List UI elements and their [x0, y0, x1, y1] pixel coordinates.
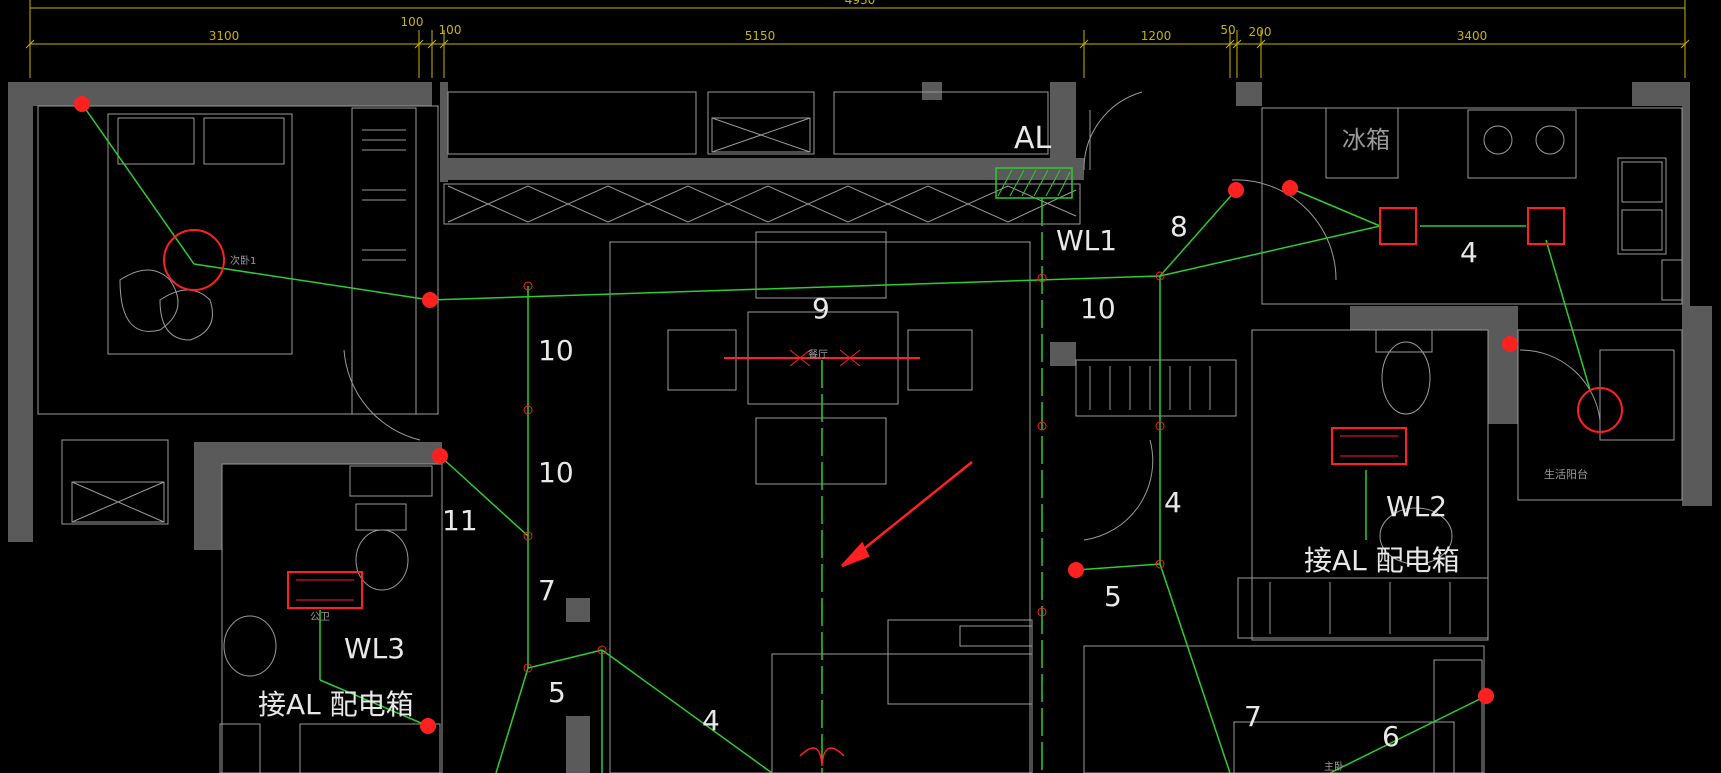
- circuit-number: 4: [1164, 486, 1182, 519]
- dimension-chain: [25, 0, 1690, 78]
- circuit-number: 11: [442, 504, 478, 537]
- furniture: [37, 91, 1683, 773]
- circuit-number: 10: [538, 456, 574, 489]
- dimension-100b: 100: [439, 23, 462, 37]
- dimension-50: 50: [1220, 23, 1235, 37]
- dimension-5150: 5150: [745, 29, 776, 43]
- dimension-total: 4930: [845, 0, 876, 7]
- circuit-number: 10: [538, 334, 574, 367]
- dimension-3100: 3100: [209, 29, 240, 43]
- dimension-3400: 3400: [1457, 29, 1488, 43]
- bath-small-label: 公卫: [310, 612, 330, 623]
- walls: [8, 82, 1712, 773]
- junction-boxes: [523, 271, 1165, 673]
- wl3-label: WL3: [344, 632, 405, 665]
- dimension-200: 200: [1249, 25, 1272, 39]
- dimension-1200: 1200: [1141, 29, 1172, 43]
- wl1-label: WL1: [1056, 224, 1117, 257]
- lamp-fixtures: [74, 96, 1623, 767]
- circuit-wiring: [81, 103, 1591, 773]
- panel-al-label: AL: [1014, 121, 1052, 156]
- dining-small-label: 餐厅: [808, 348, 828, 361]
- circuit-number: 9: [812, 292, 830, 325]
- wl2-label: WL2: [1386, 490, 1447, 523]
- dimension-100a: 100: [401, 15, 424, 29]
- circuit-number: 5: [548, 676, 566, 709]
- bedroom-small-label: 次卧1: [230, 254, 256, 267]
- connect-al-left-label: 接AL 配电箱: [258, 688, 414, 721]
- circuit-number: 5: [1104, 580, 1122, 613]
- circuit-number: 7: [538, 574, 556, 607]
- circuit-number: 4: [702, 704, 720, 737]
- circuit-number: 7: [1244, 700, 1262, 733]
- circuit-number: 6: [1382, 720, 1400, 753]
- balcony-label: 生活阳台: [1544, 467, 1588, 481]
- connect-al-right-label: 接AL 配电箱: [1304, 544, 1460, 577]
- circuit-number: 8: [1170, 210, 1188, 243]
- circuit-number: 10: [1080, 292, 1116, 325]
- fridge-label: 冰箱: [1342, 126, 1390, 154]
- master-small-label: 主卧: [1324, 760, 1344, 773]
- annotation-arrow: [841, 461, 973, 568]
- distribution-panel-al: [995, 167, 1073, 199]
- circuit-number: 4: [1460, 236, 1478, 269]
